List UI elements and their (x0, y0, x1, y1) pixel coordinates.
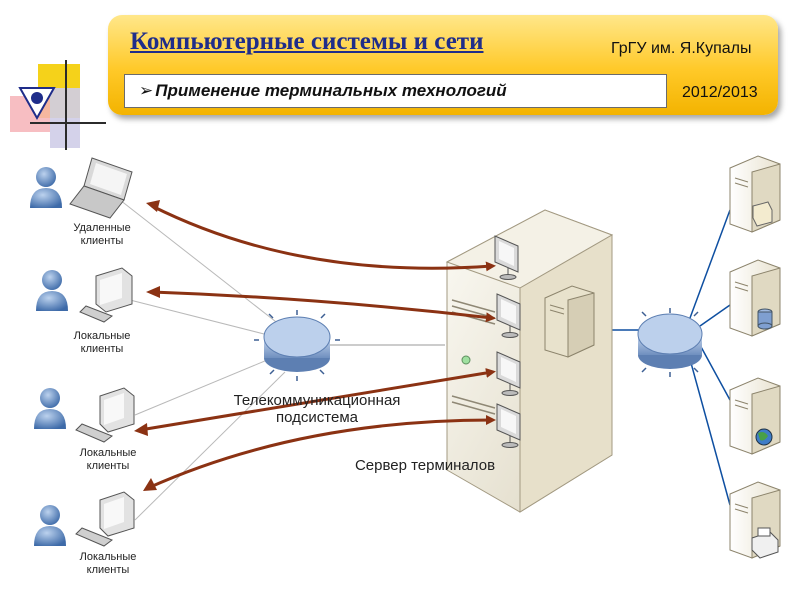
local-clients-label: Локальные клиенты (79, 447, 137, 472)
telecom-subsystem-label: Телекоммуникационная подсистема (233, 392, 401, 426)
user-icon (34, 388, 66, 429)
hub-icon (637, 308, 703, 377)
database-server-icon (729, 259, 781, 337)
user-icon (34, 505, 66, 546)
logo-icon (10, 60, 106, 150)
print-server-icon (729, 481, 781, 559)
desktop-computer-icon (75, 387, 135, 443)
subtitle-box: ➢Применение терминальных технологий (124, 74, 667, 108)
monitor-icon (494, 235, 519, 280)
client-links (119, 199, 286, 521)
monitor-icon (496, 351, 521, 396)
arrowheads-left (134, 200, 160, 491)
local-clients-label: Локальные клиенты (79, 551, 137, 576)
page-title: Компьютерные системы и сети (130, 28, 484, 55)
monitor-icon (496, 403, 521, 448)
local-clients-label: Локальные клиенты (73, 330, 131, 355)
year-label: 2012/2013 (682, 84, 758, 101)
terminal-server-label: Сервер терминалов (354, 457, 496, 474)
desktop-computer-icon (75, 491, 135, 547)
organization-label: ГрГУ им. Я.Купалы (611, 40, 752, 57)
user-icon (36, 270, 68, 311)
desktop-computer-icon (79, 267, 133, 323)
remote-clients-label: Удаленные клиенты (73, 222, 131, 247)
web-server-icon (729, 377, 781, 455)
hub-icon (254, 310, 340, 381)
subtitle: ➢Применение терминальных технологий (139, 81, 507, 101)
subtitle-bullet: ➢ (139, 81, 154, 100)
monitor-icon (496, 293, 521, 338)
subtitle-text: Применение терминальных технологий (155, 81, 507, 100)
user-icon (30, 167, 62, 208)
session-arrows (139, 204, 496, 490)
file-server-icon (729, 155, 781, 233)
file-server-icon (544, 285, 595, 358)
laptop-icon (69, 157, 133, 219)
